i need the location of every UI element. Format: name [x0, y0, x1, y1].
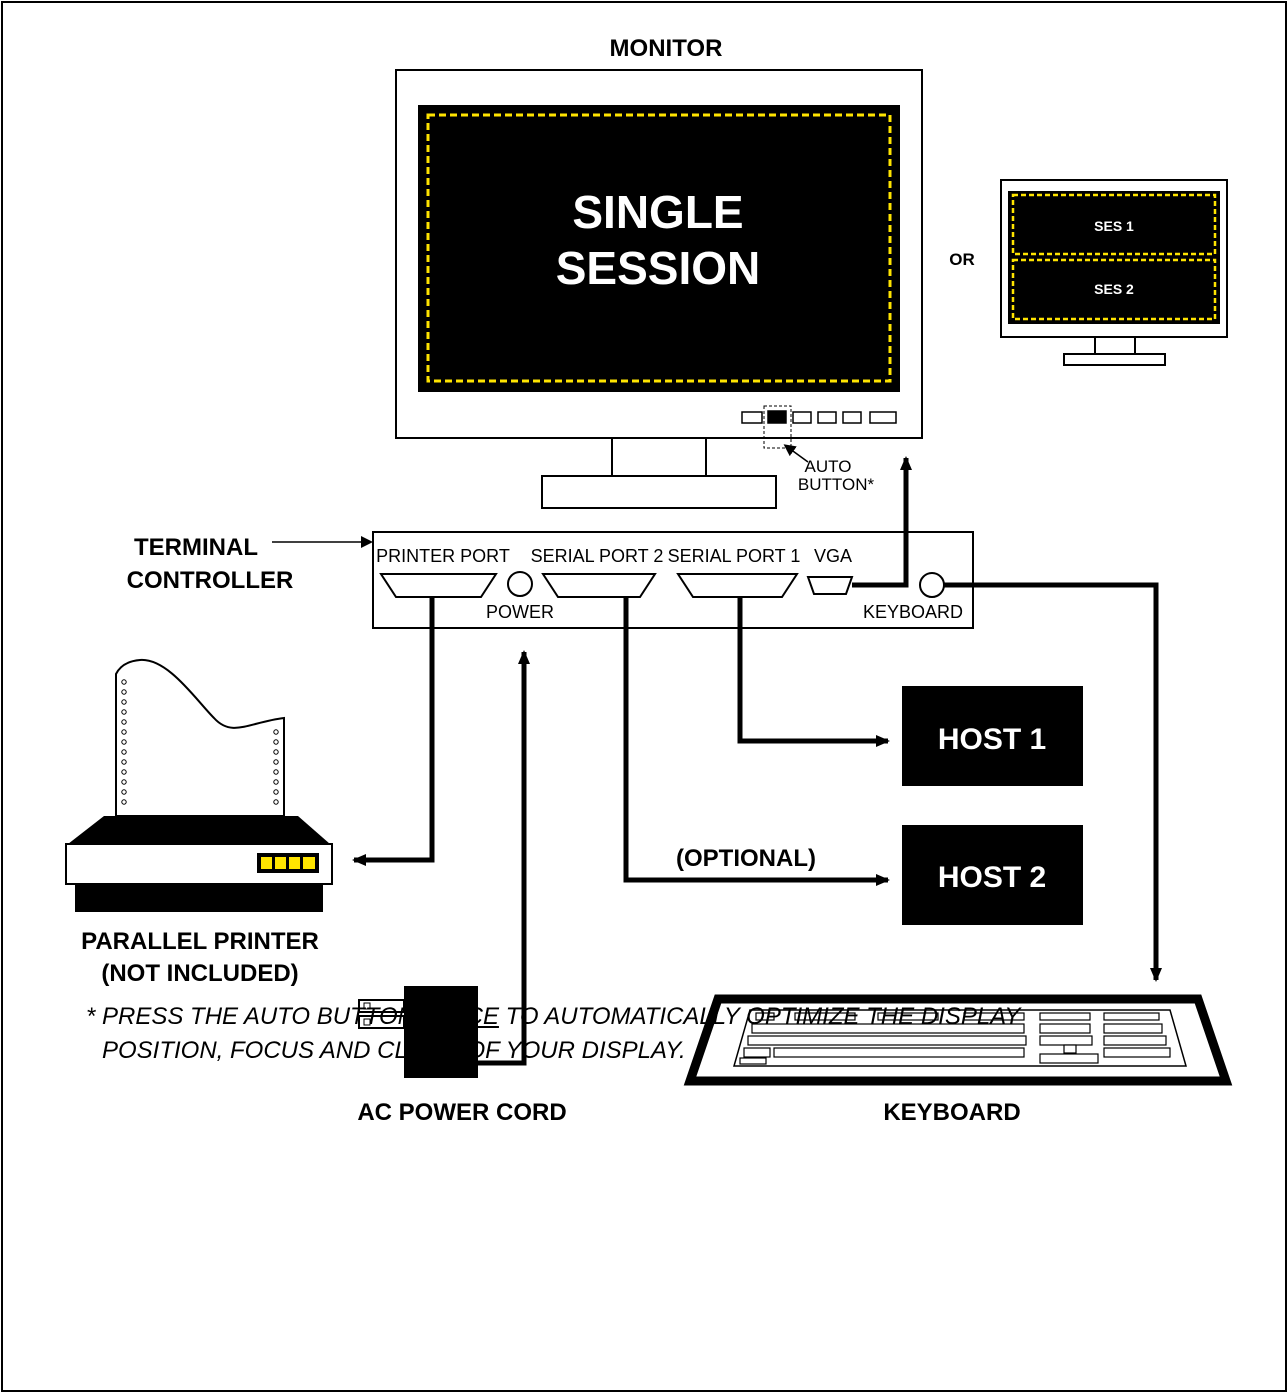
- printer-indicator: [289, 857, 300, 869]
- monitor-button[interactable]: [869, 411, 897, 424]
- host2-box: [902, 825, 1083, 925]
- or-label: OR: [949, 250, 975, 269]
- footnote-emphasis: TWICE: [421, 1003, 499, 1030]
- printer-indicator: [275, 857, 286, 869]
- serial-port-2[interactable]: [541, 573, 657, 598]
- monitor-button[interactable]: [817, 411, 837, 424]
- printer-paper: [115, 658, 285, 817]
- monitor-neck: [611, 437, 707, 477]
- keyboard-label: KEYBOARD: [883, 1099, 1020, 1126]
- session1-label: SES 1: [1094, 218, 1134, 234]
- auto-button-highlight: [763, 405, 792, 449]
- keyboard-port-label: KEYBOARD: [863, 602, 963, 622]
- ac-power-adapter: AC POWER CORD: [357, 986, 567, 1126]
- monitor-buttons: [741, 405, 897, 449]
- printer-indicator: [261, 857, 272, 869]
- keyboard-keys: [739, 1012, 1171, 1065]
- controller-label-line1: TERMINAL: [134, 534, 258, 561]
- footnote: * PRESS THE AUTO BUTTON TWICE TO AUTOMAT…: [86, 1000, 1236, 1068]
- vga-port-label: VGA: [814, 546, 852, 566]
- paper-feed-holes: [121, 679, 279, 805]
- monitor-button[interactable]: [842, 411, 862, 424]
- host-2: HOST 2 (OPTIONAL): [676, 825, 1083, 925]
- printer-label-line1: PARALLEL PRINTER: [81, 928, 319, 955]
- printer-port[interactable]: [379, 573, 498, 598]
- host1-label: HOST 1: [938, 723, 1046, 756]
- alt-monitor-neck: [1094, 336, 1136, 355]
- serial-port-1-label: SERIAL PORT 1: [668, 546, 801, 566]
- optional-label: (OPTIONAL): [676, 845, 816, 872]
- power-cable: [478, 650, 530, 1066]
- host2-label: HOST 2: [938, 861, 1046, 894]
- auto-pointer-arrow: [783, 444, 809, 463]
- power-port-label: POWER: [486, 602, 554, 622]
- main-monitor: MONITOR SINGLE SESSION AUTO BUTTON*: [395, 35, 923, 509]
- host1-box: [902, 686, 1083, 786]
- auto-button[interactable]: [767, 410, 787, 424]
- session-border: [426, 113, 892, 383]
- host1-cable: [737, 597, 890, 747]
- session2-border: [1011, 258, 1217, 321]
- dual-session-monitor: OR SES 1 SES 2: [949, 179, 1228, 366]
- session1-border: [1011, 193, 1217, 256]
- keyboard-device: KEYBOARD: [683, 994, 1233, 1126]
- parallel-printer: PARALLEL PRINTER (NOT INCLUDED): [65, 658, 333, 987]
- auto-label-line1: AUTO: [805, 457, 852, 476]
- screen-text-line2: SESSION: [556, 242, 761, 294]
- printer-label-line2: (NOT INCLUDED): [101, 960, 298, 987]
- printer-indicator: [303, 857, 315, 869]
- vga-cable: [852, 456, 912, 588]
- prong-hole: [363, 1002, 371, 1010]
- monitor-button[interactable]: [792, 411, 812, 424]
- footnote-prefix: * PRESS THE AUTO BUTTON: [86, 1003, 422, 1030]
- printer-cable: [352, 597, 435, 866]
- keyboard-port[interactable]: [919, 572, 945, 598]
- keyboard-cable: [944, 582, 1162, 982]
- vga-port[interactable]: [806, 576, 854, 595]
- adapter-body: [404, 986, 478, 1078]
- monitor-button[interactable]: [741, 411, 763, 424]
- auto-label-line2: BUTTON*: [798, 475, 875, 494]
- footnote-suffix: TO AUTOMATICALLY OPTIMIZE THE DISPLAY: [498, 1003, 1021, 1030]
- monitor-base: [541, 475, 777, 509]
- alt-monitor-base: [1063, 353, 1166, 366]
- printer-base: [75, 884, 323, 912]
- terminal-controller: TERMINAL CONTROLLER PRINTER PORT SERIAL …: [127, 531, 974, 629]
- host2-cable: [623, 597, 890, 886]
- screen-text-line1: SINGLE: [572, 186, 743, 238]
- monitor-title: MONITOR: [610, 35, 723, 62]
- printer-top: [68, 816, 330, 844]
- power-cord-label: AC POWER CORD: [357, 1099, 566, 1126]
- host-1: HOST 1: [902, 686, 1083, 786]
- power-port[interactable]: [507, 571, 533, 597]
- alt-monitor-screen: [1008, 191, 1220, 324]
- printer-port-label: PRINTER PORT: [376, 546, 510, 566]
- controller-label-line2: CONTROLLER: [127, 567, 294, 594]
- footnote-line2: POSITION, FOCUS AND CLOCK OF YOUR DISPLA…: [102, 1037, 686, 1064]
- serial-port-2-label: SERIAL PORT 2: [531, 546, 664, 566]
- prong-hole: [363, 1018, 371, 1026]
- session2-label: SES 2: [1094, 281, 1134, 297]
- serial-port-1[interactable]: [676, 573, 799, 598]
- monitor-screen: [418, 105, 900, 392]
- cables: [352, 456, 1162, 1066]
